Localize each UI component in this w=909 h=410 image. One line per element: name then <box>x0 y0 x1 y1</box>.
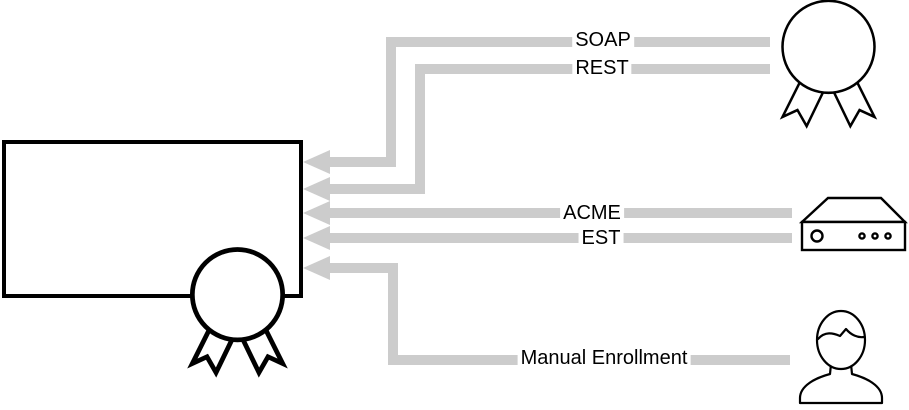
acme-label: ACME <box>560 201 624 225</box>
server-icon <box>798 165 909 278</box>
soap-label: SOAP <box>572 28 634 52</box>
rest-connector-segment <box>326 184 425 194</box>
manual-connector-segment <box>326 263 398 273</box>
est-arrowhead-icon <box>303 226 330 250</box>
rest-connector-segment <box>415 64 425 194</box>
acme-connector-segment <box>326 208 792 218</box>
rest-label: REST <box>572 56 632 80</box>
certificate-badge-icon <box>771 0 886 139</box>
est-label: EST <box>578 226 624 250</box>
manual-arrowhead-icon <box>303 256 330 280</box>
manual-enrollment-label: Manual Enrollment <box>517 346 691 370</box>
rest-arrowhead-icon <box>303 177 330 201</box>
soap-arrowhead-icon <box>303 150 330 174</box>
acme-arrowhead-icon <box>303 201 330 225</box>
person-icon <box>795 303 890 408</box>
soap-connector-segment <box>386 37 396 167</box>
soap-connector-segment <box>326 157 396 167</box>
certificate-badge-icon <box>181 245 294 385</box>
manual-connector-segment <box>388 263 398 365</box>
est-connector-segment <box>326 233 792 243</box>
